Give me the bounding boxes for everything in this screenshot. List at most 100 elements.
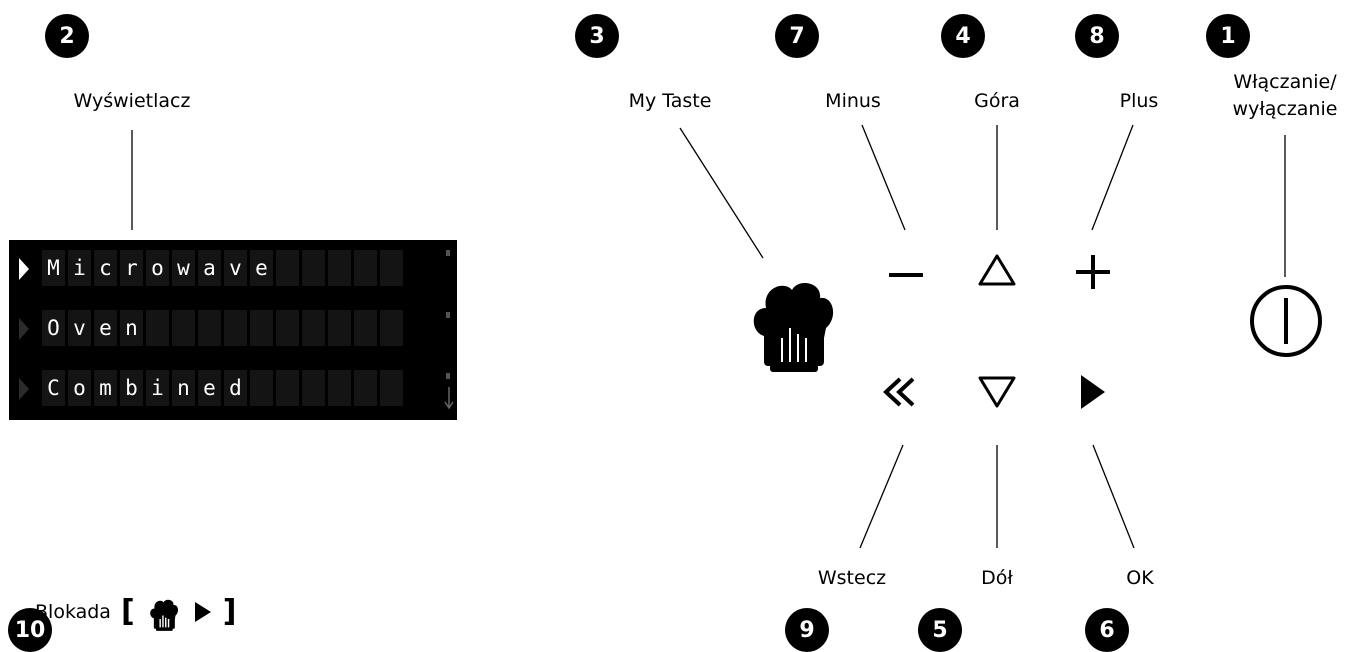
display-char-cell	[302, 250, 325, 286]
callout-badge-2: 2	[45, 14, 89, 58]
display-char-cell: C	[42, 370, 65, 406]
callout-badge-4: 4	[941, 14, 985, 58]
display-char-cell: o	[146, 250, 169, 286]
display-char-cell: n	[120, 310, 143, 346]
leader-line-plus	[1091, 124, 1134, 231]
row-pointer-icon	[19, 378, 29, 400]
steam-icon	[593, 315, 617, 339]
callout-badge-5: 5	[918, 608, 962, 652]
display-char-cell: n	[172, 370, 195, 406]
label-up: Góra	[974, 90, 1020, 112]
power-icon[interactable]	[1247, 282, 1325, 360]
display-char-cell: e	[198, 370, 221, 406]
display-char-cell: O	[42, 310, 65, 346]
display-char-cell	[380, 310, 403, 346]
label-mytaste: My Taste	[628, 90, 712, 112]
label-power-line1: Włączanie/	[1233, 71, 1337, 93]
display-char-cell: b	[120, 370, 143, 406]
callout-badge-3: 3	[575, 14, 619, 58]
display-char-cell: w	[172, 250, 195, 286]
oven-fan-icon	[467, 253, 565, 409]
display-char-cell	[354, 310, 377, 346]
scroll-down-arrow-icon	[444, 387, 454, 410]
callout-badge-6: 6	[1085, 608, 1129, 652]
display-char-cell: e	[94, 310, 117, 346]
callout-badge-8: 8	[1075, 14, 1119, 58]
display-char-cell: r	[120, 250, 143, 286]
display-char-cell	[328, 250, 351, 286]
label-power-line2: wyłączanie	[1232, 98, 1338, 120]
callout-badge-7: 7	[775, 14, 819, 58]
display-char-cell: m	[94, 370, 117, 406]
scroll-dot	[446, 312, 450, 318]
display-char-cell	[328, 370, 351, 406]
drop-icon	[635, 371, 661, 405]
display-char-cell	[276, 250, 299, 286]
display-char-cell	[302, 370, 325, 406]
label-lock: Blokada	[35, 601, 111, 623]
display-char-cell	[276, 310, 299, 346]
display-char-cell	[302, 310, 325, 346]
display-char-cell	[250, 310, 273, 346]
display-char-cell	[328, 310, 351, 346]
touch-icon	[631, 310, 658, 344]
display-char-cell: i	[146, 370, 169, 406]
double-chevron-left-icon[interactable]	[880, 374, 920, 410]
row-pointer-icon	[19, 258, 29, 280]
chef-hat-icon	[149, 599, 178, 631]
play-right-icon	[194, 602, 211, 622]
display-char-cell: d	[224, 370, 247, 406]
display-char-cell: M	[42, 250, 65, 286]
scroll-dot	[446, 250, 450, 256]
display-char-cell	[380, 370, 403, 406]
callout-badge-1: 1	[1206, 14, 1250, 58]
label-back: Wstecz	[817, 567, 887, 589]
leader-line-back	[859, 444, 904, 549]
bracket-close: ]	[222, 594, 237, 629]
label-ok: OK	[1126, 567, 1154, 589]
bracket-open: [	[120, 594, 135, 629]
minus-icon[interactable]	[886, 255, 926, 295]
down-triangle-icon[interactable]	[977, 374, 1017, 410]
display-char-cell: c	[94, 250, 117, 286]
lock-combination: Blokada [ ]	[35, 591, 236, 633]
display-char-cell	[276, 370, 299, 406]
scroll-dot	[446, 373, 450, 379]
leader-line-mytaste	[679, 127, 764, 259]
label-plus: Plus	[1119, 90, 1159, 112]
label-down: Dół	[981, 567, 1013, 589]
up-triangle-icon[interactable]	[977, 252, 1017, 288]
display-char-cell	[146, 310, 169, 346]
display-char-cell	[224, 310, 247, 346]
leader-line-minus	[861, 124, 906, 231]
row-pointer-icon	[19, 318, 29, 340]
display-char-cell	[354, 370, 377, 406]
display-char-cell	[172, 310, 195, 346]
plus-icon[interactable]	[1073, 252, 1113, 292]
display-char-cell: v	[68, 310, 91, 346]
callout-badge-9: 9	[785, 608, 829, 652]
label-minus: Minus	[825, 90, 881, 112]
display-char-cell: e	[250, 250, 273, 286]
display-char-cell: a	[198, 250, 221, 286]
play-right-icon[interactable]	[1077, 373, 1109, 411]
display-char-cell: v	[224, 250, 247, 286]
display-char-cell: o	[68, 370, 91, 406]
callout-badge-10: 10	[8, 608, 52, 652]
chef-hat-icon[interactable]	[748, 258, 838, 378]
label-display: Wyświetlacz	[73, 90, 191, 112]
leader-line-ok	[1092, 444, 1135, 549]
display-char-cell	[250, 370, 273, 406]
display-char-cell	[380, 250, 403, 286]
display-char-cell	[198, 310, 221, 346]
display-char-cell: i	[68, 250, 91, 286]
display-char-cell	[354, 250, 377, 286]
